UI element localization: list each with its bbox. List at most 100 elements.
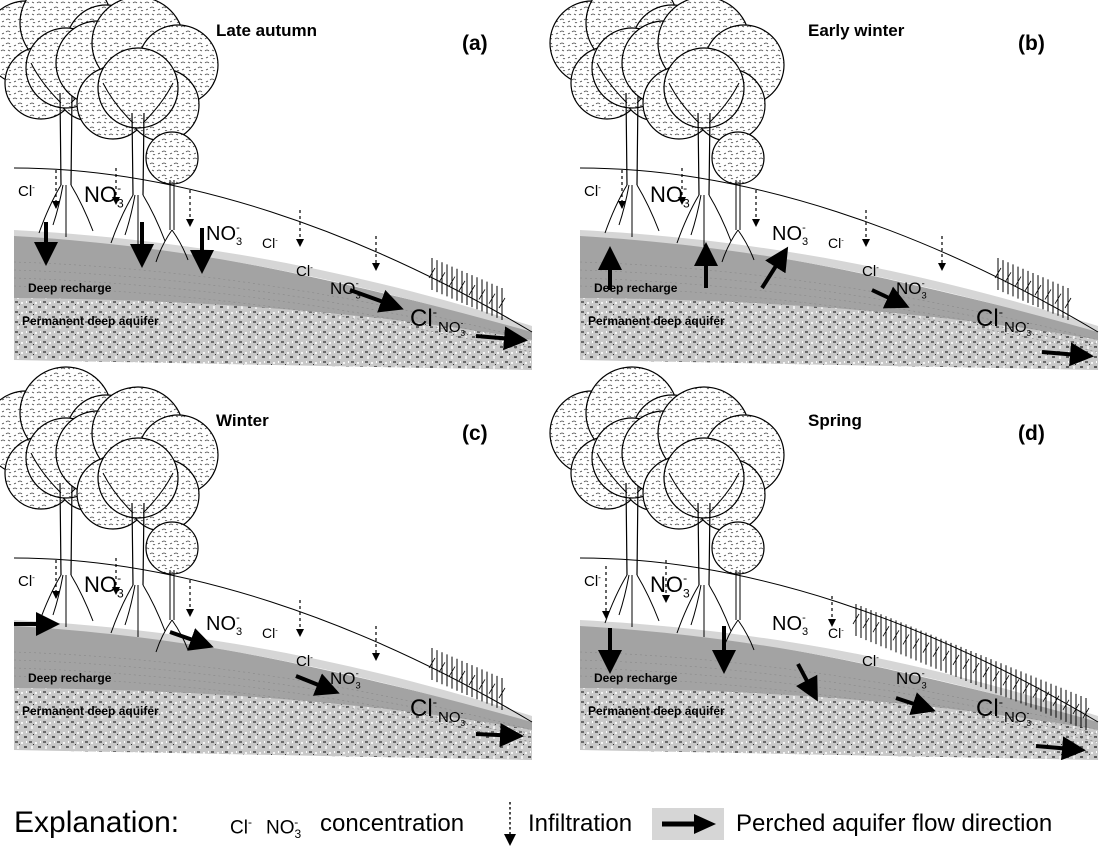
permanent-aquifer-layer [14,678,532,760]
crop-leaf [1014,276,1022,287]
nitrate-label: NO3- [650,181,690,210]
nitrate-label: NO3- [206,612,242,638]
crop-leaf [912,638,920,649]
crop-leaf [1052,695,1060,706]
permanent-aquifer-layer [580,288,1098,370]
tree-trunk [697,112,711,196]
legend-no3-symbol: NO3- [266,815,301,841]
permanent-aquifer-label: Permanent deep aquifer [22,314,159,328]
tree-roots [38,184,94,237]
tree-branches [668,82,740,124]
strata-line [13,285,533,353]
ground-surface-line [13,167,533,333]
small-tree-roots [721,229,755,263]
small-tree-trunk [169,570,175,620]
small-tree-canopy [145,521,199,575]
crop-leaf [1042,691,1050,702]
crop-leaf [982,666,990,678]
crop-leaf [498,297,506,309]
canopy-blob [97,47,179,129]
crop-leaf [498,687,506,699]
small-tree-trunk [735,180,741,230]
panel-label: (c) [462,422,488,445]
chloride-label: Cl- [296,653,313,670]
canopy-blob [663,437,745,519]
tree-trunk [697,502,711,586]
legend: Explanation: Cl- NO3- concentration Infi… [14,796,1104,848]
chloride-label: Cl- [584,183,601,200]
nitrate-label: NO3- [330,668,361,690]
small-tree-roots [155,229,189,263]
chloride-label: Cl- [828,625,844,641]
strata-line [579,675,1099,743]
small-tree-trunk [169,180,175,230]
tree-trunk [59,482,73,576]
crop-leaf [942,650,950,661]
flow-arrow [796,663,818,702]
flow-arrow [349,288,404,313]
strata-line [13,659,533,735]
strata-line [13,675,533,743]
nitrate-label: NO3- [330,278,361,300]
crop-leaf [922,642,930,653]
legend-cl-symbol: Cl- [230,815,252,839]
nitrate-label: NO3- [772,612,808,638]
legend-cl-charge: - [247,815,252,829]
crop-leaf [428,267,436,279]
strata-line [579,277,1099,349]
panel-title: Spring [808,411,862,430]
crop-leaf [972,662,980,674]
tree-branches [102,82,174,124]
strata-line [579,651,1099,731]
strata-line [579,667,1099,739]
chloride-label: Cl- [584,573,601,590]
crop-leaf [882,626,890,637]
crop-leaf [478,289,486,300]
ground-surface-line [579,167,1099,333]
crop-leaf [1022,683,1030,694]
strata-line [579,269,1099,345]
crop-leaf [1032,687,1040,698]
small-tree-canopy [711,521,765,575]
strata-line [579,261,1099,341]
tree-trunk [131,502,145,586]
ground-surface-line [13,557,533,723]
chloride-label: Cl- [862,653,879,670]
flow-arrow [295,673,340,696]
strata-line [579,659,1099,735]
crop-leaf [1072,703,1080,715]
permanent-aquifer-label: Permanent deep aquifer [22,704,159,718]
tree-trunk [59,92,73,186]
crop-leaf [1044,289,1052,300]
chloride-label: Cl- [976,304,1003,332]
strata-line [13,269,533,345]
nitrate-label: NO3- [650,571,690,600]
crop-leaf [458,280,466,292]
panel-title: Winter [216,411,269,430]
tree-roots [604,184,660,237]
chloride-label: Cl- [262,235,278,251]
crop-leaf [478,679,486,690]
crop-leaf [458,670,466,682]
deep-recharge-label: Deep recharge [28,281,112,295]
legend-cl: Cl [230,817,248,839]
permanent-aquifer-layer [580,678,1098,760]
flow-arrow [895,692,936,716]
flow-arrow [1035,736,1086,761]
crop-leaf [428,657,436,669]
crop-leaf [932,646,940,657]
small-tree-trunk [735,570,741,620]
nitrate-label: NO3- [438,708,466,728]
permanent-aquifer-label: Permanent deep aquifer [588,314,725,328]
crop-leaf [1012,679,1020,690]
crop-leaf [1024,280,1032,292]
panel-label: (d) [1018,422,1045,445]
tree-roots [110,194,166,247]
panel-label: (b) [1018,32,1045,55]
flow-arrow [475,326,528,351]
legend-flow-direction: Perched aquifer flow direction [736,810,1053,837]
panel-label: (a) [462,32,488,55]
